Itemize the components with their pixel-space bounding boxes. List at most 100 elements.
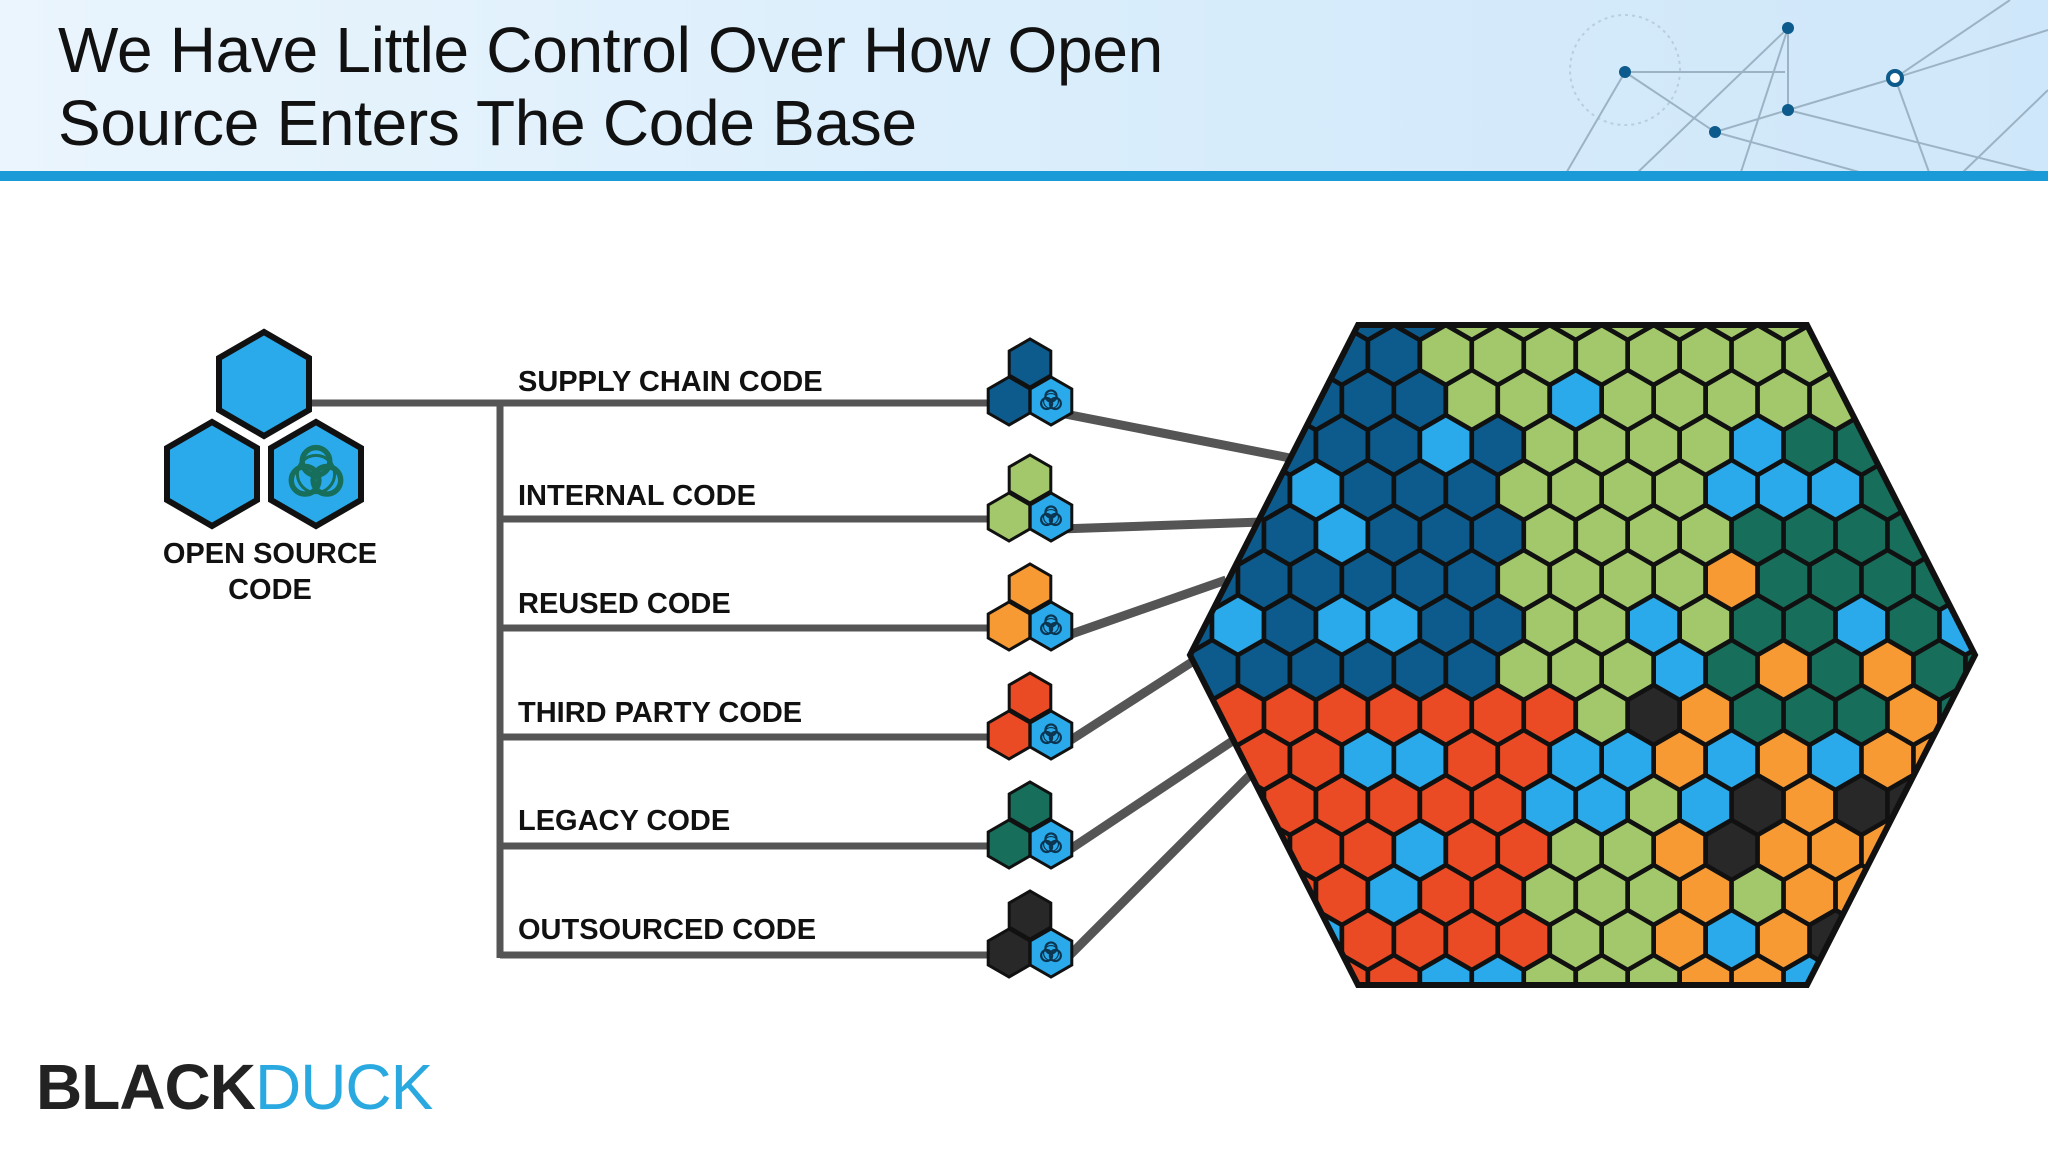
source-hex	[986, 600, 1032, 652]
code-cell	[1782, 864, 1837, 926]
source-hex	[986, 927, 1032, 979]
code-cell	[1601, 369, 1655, 431]
code-cell	[1289, 459, 1343, 521]
code-cell	[1471, 864, 1525, 926]
code-base-outline	[1186, 322, 1979, 988]
code-cell	[1938, 414, 1975, 476]
code-cell	[1601, 909, 1655, 971]
code-cell	[1653, 909, 1707, 971]
code-cell	[1679, 414, 1733, 476]
code-cell	[1886, 325, 1941, 386]
code-cell	[1419, 414, 1473, 476]
code-cell	[1653, 549, 1707, 611]
code-cell	[1964, 909, 1975, 971]
code-cell	[1679, 954, 1733, 985]
blackduck-logo: BLACKDUCK	[36, 1050, 433, 1124]
code-cell	[1575, 504, 1629, 566]
code-cell	[1211, 954, 1265, 985]
code-cell	[1834, 325, 1889, 386]
code-cell	[1601, 459, 1655, 521]
code-cell	[1211, 864, 1265, 926]
code-cell	[1393, 369, 1447, 431]
source-hex	[986, 375, 1032, 427]
code-cell	[1549, 549, 1603, 611]
code-cell	[1315, 774, 1369, 836]
source-label-reused: REUSED CODE	[518, 588, 731, 620]
code-cell	[1860, 325, 1915, 341]
code-cell	[1964, 729, 1975, 791]
code-cell	[1964, 459, 1975, 521]
code-cell	[1782, 594, 1837, 656]
code-cell	[1730, 504, 1785, 566]
code-cell	[1782, 504, 1837, 566]
code-cell	[1445, 459, 1499, 521]
code-cell	[1289, 549, 1343, 611]
source-hex	[1007, 562, 1053, 614]
code-cell	[1237, 549, 1291, 611]
logo-part-black: BLACK	[36, 1051, 256, 1123]
code-cell	[1601, 549, 1655, 611]
code-cell	[1938, 774, 1975, 836]
code-cell	[1730, 954, 1785, 985]
code-cell	[1263, 954, 1317, 985]
code-cell	[1575, 954, 1629, 985]
code-cell	[1497, 549, 1551, 611]
code-cell	[1211, 325, 1265, 386]
code-cell	[1912, 819, 1966, 881]
code-cell	[1912, 909, 1966, 971]
feed-line	[1058, 575, 1228, 643]
code-cell	[1523, 954, 1577, 985]
code-cell	[1730, 864, 1785, 926]
code-cell	[1497, 819, 1551, 881]
code-cell	[1886, 864, 1941, 926]
code-cell	[1393, 729, 1447, 791]
code-cell	[1886, 954, 1941, 985]
code-cell	[1263, 684, 1317, 746]
code-cell	[1497, 639, 1551, 701]
code-cell	[1938, 684, 1975, 746]
code-cell	[1730, 684, 1785, 746]
code-cell	[1445, 909, 1499, 971]
code-cell	[1860, 909, 1915, 971]
source-cluster-4	[986, 780, 1074, 870]
source-cluster-1	[986, 453, 1074, 543]
code-cell	[1549, 819, 1603, 881]
code-cell	[1367, 684, 1421, 746]
code-cell	[1912, 325, 1966, 341]
open-source-hex-cluster	[164, 328, 364, 530]
code-cell	[1705, 549, 1759, 611]
code-cell	[1627, 954, 1681, 985]
code-cell	[1964, 819, 1975, 881]
slide-title-line-2: Source Enters The Code Base	[58, 87, 917, 159]
code-cell	[1601, 729, 1655, 791]
source-label-internal: INTERNAL CODE	[518, 480, 756, 512]
code-cell	[1419, 774, 1473, 836]
code-cell	[1860, 369, 1915, 431]
logo-part-duck: DUCK	[254, 1051, 433, 1123]
source-hex	[986, 709, 1032, 761]
source-hex	[1007, 671, 1053, 723]
code-base-hexagon	[1186, 322, 1979, 988]
code-cell	[1627, 414, 1681, 476]
source-cluster-3	[986, 671, 1074, 761]
code-cell	[1549, 909, 1603, 971]
code-cell	[1289, 729, 1343, 791]
open-source-hex	[164, 418, 260, 530]
code-cell	[1190, 864, 1213, 926]
code-cell	[1367, 414, 1421, 476]
network-decoration	[1564, 0, 2048, 175]
biohazard-icon	[1040, 832, 1062, 854]
code-cell	[1782, 414, 1837, 476]
code-cell	[1964, 549, 1975, 611]
code-cell	[1834, 504, 1889, 566]
code-cell	[1575, 864, 1629, 926]
code-cell	[1756, 369, 1811, 431]
code-cell	[1471, 504, 1525, 566]
code-cell	[1497, 909, 1551, 971]
code-cell	[1445, 729, 1499, 791]
code-cell	[1341, 549, 1395, 611]
code-cell	[1653, 459, 1707, 521]
code-cell	[1393, 909, 1447, 971]
source-label-third-party: THIRD PARTY CODE	[518, 697, 803, 729]
code-cell	[1808, 549, 1863, 611]
